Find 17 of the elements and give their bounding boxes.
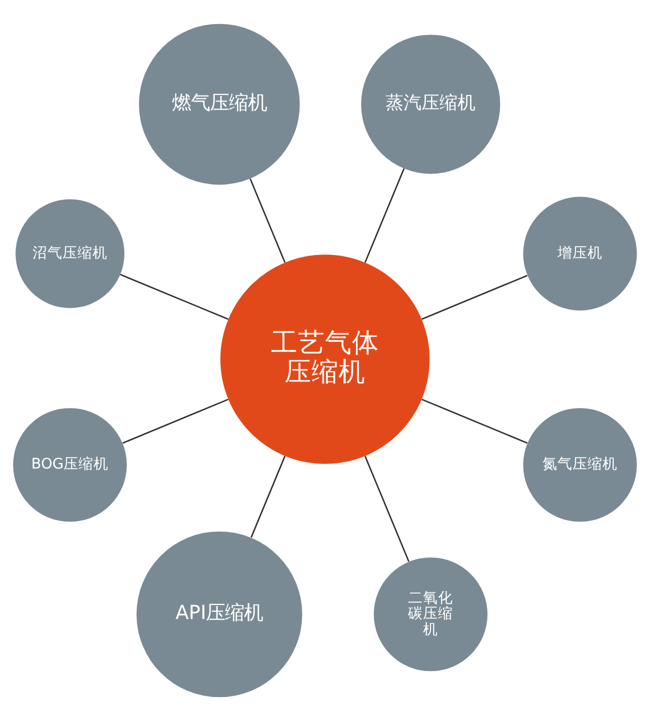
node-circle: API压缩机 (136, 530, 302, 697)
connector (120, 273, 228, 320)
node-circle: 氮气压缩机 (523, 408, 637, 522)
connector (364, 168, 405, 262)
connector (422, 398, 528, 444)
node-circle: 增压机 (523, 196, 637, 310)
node-circle: 二氧化碳压缩机 (374, 556, 488, 671)
connector (364, 455, 410, 562)
connector (122, 398, 228, 444)
node-circle: BOG压缩机 (13, 408, 127, 522)
node-circle: 燃气压缩机 (138, 23, 300, 184)
node-circle: 蒸汽压缩机 (361, 34, 500, 174)
connector (250, 455, 286, 538)
node-circle: 工艺气体压缩机 (220, 254, 430, 464)
connector (250, 178, 286, 262)
connector (422, 274, 528, 320)
node-circle: 沼气压缩机 (16, 198, 124, 308)
